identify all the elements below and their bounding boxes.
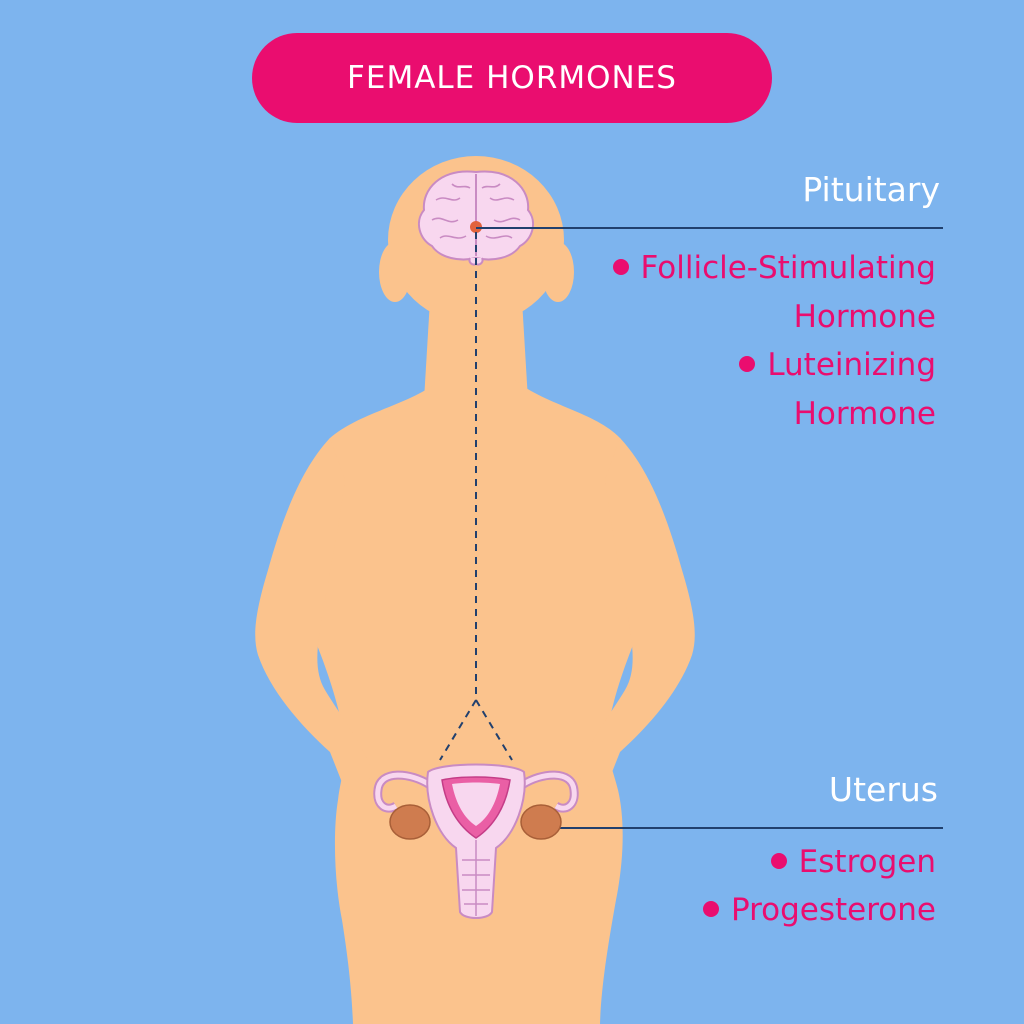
pituitary-label: Pituitary (802, 170, 940, 209)
hormone-progesterone: Progesterone (702, 886, 936, 935)
bullet-icon (612, 259, 629, 275)
title-banner: FEMALE HORMONES (252, 33, 772, 123)
hormone-lh-line1: Luteinizing (767, 347, 936, 383)
bullet-icon (739, 356, 756, 372)
uterus-label: Uterus (828, 770, 938, 809)
bullet-icon (702, 901, 719, 917)
hormone-fsh-line2: Hormone (793, 299, 936, 335)
hormone-fsh: Follicle-Stimulating Hormone (612, 244, 936, 342)
right-ovary (520, 804, 562, 840)
uterus-icon (373, 763, 579, 919)
hormone-fsh-line1: Follicle-Stimulating (640, 250, 936, 286)
hormone-estrogen: Estrogen (770, 838, 936, 887)
hormone-estrogen-label: Estrogen (798, 844, 936, 880)
hormone-progesterone-label: Progesterone (730, 892, 936, 928)
hormone-lh-line2: Hormone (793, 396, 936, 432)
hormone-lh: Luteinizing Hormone (739, 341, 936, 439)
left-ovary (389, 804, 431, 840)
title-text: FEMALE HORMONES (347, 60, 677, 96)
axis-connector (439, 232, 513, 761)
bullet-icon (770, 853, 787, 869)
